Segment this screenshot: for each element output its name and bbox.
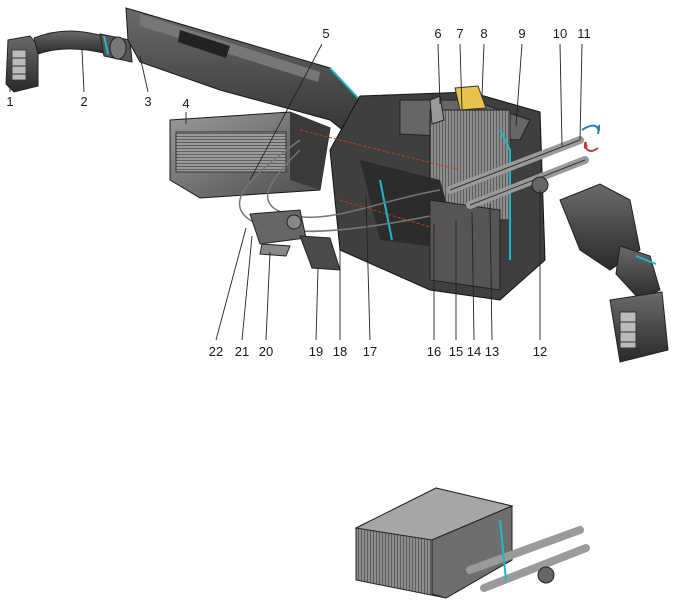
callout-17: 17	[363, 344, 377, 359]
callout-4: 4	[182, 96, 189, 111]
left-air-duct	[5, 30, 133, 93]
control-unit	[249, 209, 341, 271]
callout-1: 1	[6, 94, 13, 109]
callout-19: 19	[309, 344, 323, 359]
air-distributor	[169, 111, 331, 199]
callout-7: 7	[456, 26, 463, 41]
coolant-outlet-arrow-icon	[584, 141, 599, 152]
callout-2: 2	[80, 94, 87, 109]
callout-6: 6	[434, 26, 441, 41]
callout-11: 11	[577, 26, 591, 41]
leader-lines	[9, 43, 583, 341]
coolant-inlet-arrow-icon	[581, 124, 600, 135]
callout-3: 3	[144, 94, 151, 109]
callout-9: 9	[518, 26, 525, 41]
callout-16: 16	[427, 344, 441, 359]
callout-13: 13	[485, 344, 499, 359]
callout-20: 20	[259, 344, 273, 359]
callout-5: 5	[322, 26, 329, 41]
callout-labels: 1 2 3 4 5 6 7 8 9 10 11 12 13 14 15 16 1…	[6, 26, 590, 359]
right-air-duct	[559, 183, 669, 363]
callout-12: 12	[533, 344, 547, 359]
heater-housing	[299, 85, 546, 301]
callout-10: 10	[553, 26, 567, 41]
callout-22: 22	[209, 344, 223, 359]
callout-8: 8	[480, 26, 487, 41]
callout-14: 14	[467, 344, 481, 359]
callout-15: 15	[449, 344, 463, 359]
callout-18: 18	[333, 344, 347, 359]
heater-core-inset	[354, 487, 590, 599]
callout-21: 21	[235, 344, 249, 359]
